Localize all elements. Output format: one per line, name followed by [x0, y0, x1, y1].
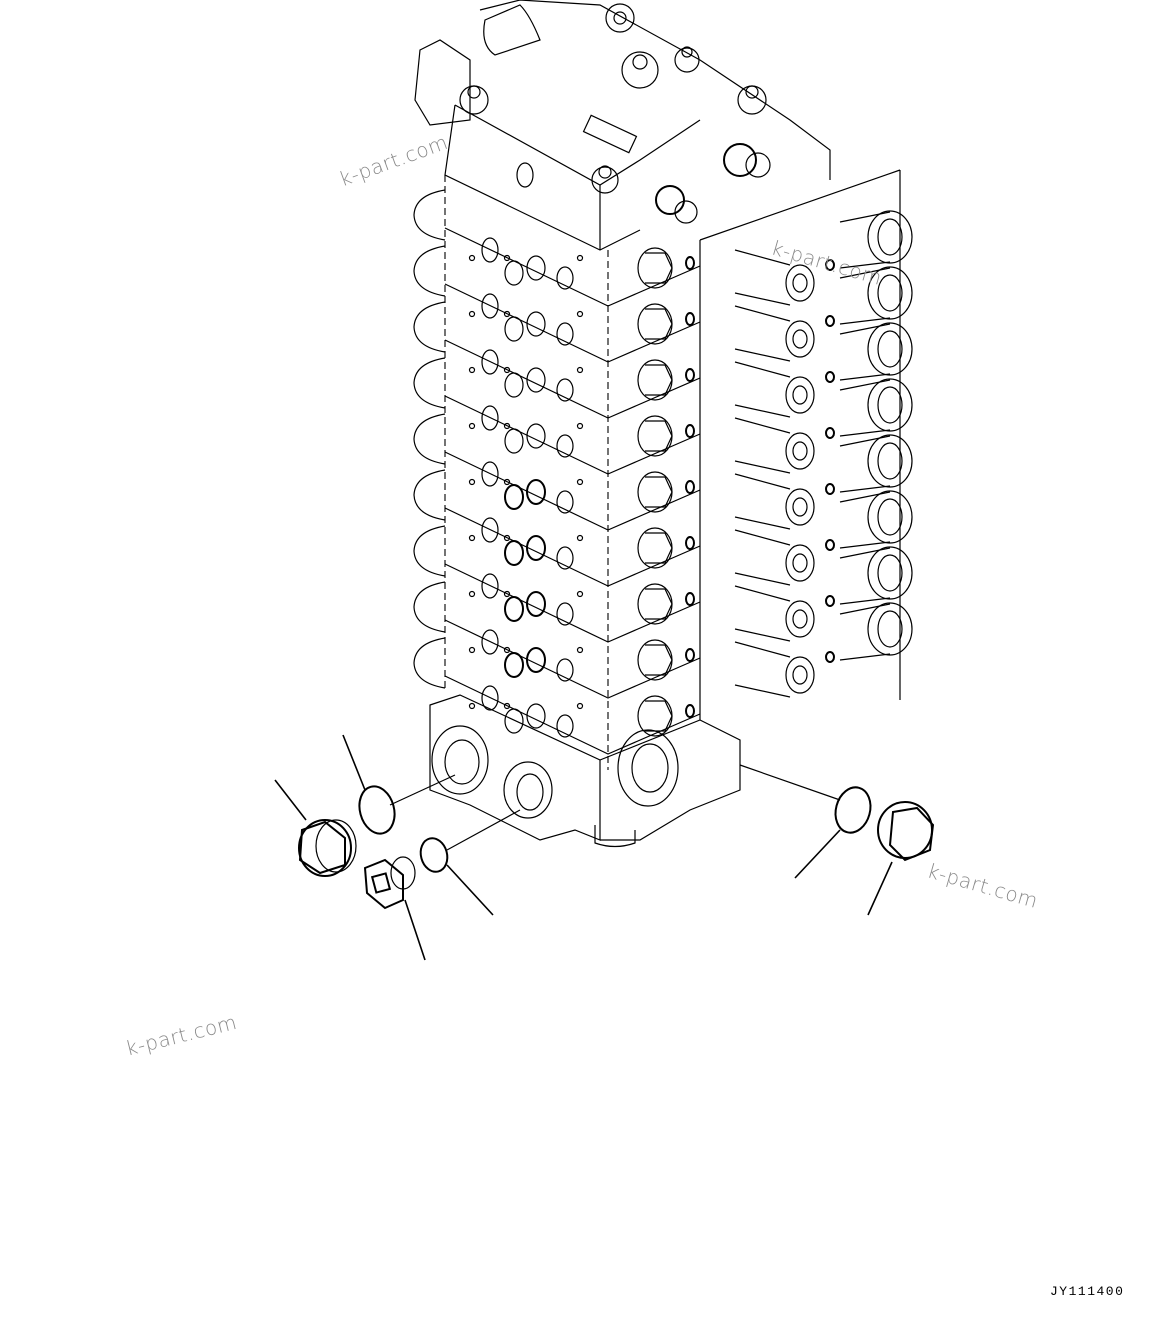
- top-bolts: [459, 3, 771, 224]
- o-ring-small-icon: [419, 837, 449, 873]
- valve-body: [413, 0, 913, 848]
- o-ring-right-icon: [834, 786, 872, 834]
- valve-sections: [444, 175, 701, 770]
- exploded-parts: [274, 734, 935, 961]
- left-end-caps: [413, 189, 446, 689]
- plug-large-left-icon: [298, 819, 357, 877]
- right-face-bolts: [637, 247, 695, 737]
- solenoid-valves: [734, 210, 913, 698]
- bottom-manifold: [429, 694, 741, 848]
- plug-large-right-icon: [877, 801, 935, 862]
- plug-small-hex-icon: [363, 856, 416, 910]
- figure-code: JY111400: [1050, 1284, 1125, 1299]
- o-ring-large-left-icon: [358, 785, 396, 835]
